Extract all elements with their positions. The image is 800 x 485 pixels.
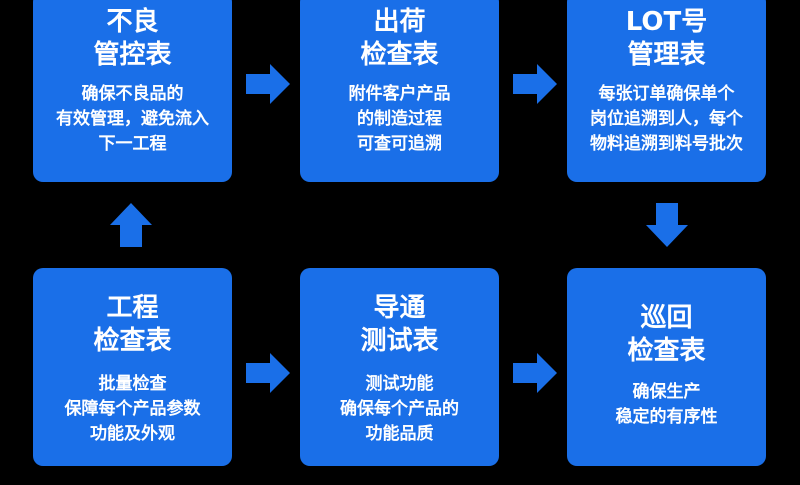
- arrow-up-icon: [110, 203, 152, 247]
- desc-line: 的制造过程: [357, 109, 442, 129]
- desc-line: 保障每个产品参数: [64, 399, 201, 419]
- card-title: LOT号 管理表: [567, 6, 766, 72]
- title-line: 工程: [106, 293, 159, 323]
- card-description: 批量检查 保障每个产品参数 功能及外观: [33, 372, 232, 447]
- desc-line: 批量检查: [98, 374, 167, 394]
- title-line: 出荷: [373, 7, 426, 37]
- card-conduction-test: 导通 测试表 测试功能 确保每个产品的 功能品质: [300, 268, 499, 466]
- title-line: 管理表: [627, 40, 706, 70]
- card-title: 出荷 检查表: [300, 6, 499, 72]
- desc-line: 每张订单确保单个: [598, 84, 735, 104]
- card-description: 确保不良品的 有效管理，避免流入 下一工程: [33, 82, 232, 157]
- desc-line: 测试功能: [365, 374, 434, 394]
- card-description: 附件客户产品 的制造过程 可查可追溯: [300, 82, 499, 157]
- card-patrol-inspection: 巡回 检查表 确保生产 稳定的有序性: [567, 268, 766, 466]
- card-lot-management: LOT号 管理表 每张订单确保单个 岗位追溯到人，每个 物料追溯到料号批次: [567, 0, 766, 182]
- desc-line: 岗位追溯到人，每个: [590, 109, 743, 129]
- title-line: 检查表: [360, 40, 439, 70]
- card-title: 不良 管控表: [33, 6, 232, 72]
- card-shipping-inspection: 出荷 检查表 附件客户产品 的制造过程 可查可追溯: [300, 0, 499, 182]
- card-defect-control: 不良 管控表 确保不良品的 有效管理，避免流入 下一工程: [33, 0, 232, 182]
- arrow-right-icon: [246, 64, 290, 104]
- card-title: 巡回 检查表: [567, 302, 766, 368]
- title-line: LOT号: [625, 7, 708, 37]
- title-line: 管控表: [93, 40, 172, 70]
- card-description: 确保生产 稳定的有序性: [567, 380, 766, 430]
- desc-line: 可查可追溯: [357, 134, 442, 154]
- desc-line: 附件客户产品: [348, 84, 451, 104]
- desc-line: 确保每个产品的: [340, 399, 459, 419]
- desc-line: 有效管理，避免流入: [56, 109, 209, 129]
- arrow-right-icon: [246, 353, 290, 393]
- card-process-inspection: 工程 检查表 批量检查 保障每个产品参数 功能及外观: [33, 268, 232, 466]
- desc-line: 下一工程: [98, 134, 167, 154]
- desc-line: 物料追溯到料号批次: [590, 134, 743, 154]
- arrow-right-icon: [513, 353, 557, 393]
- title-line: 检查表: [93, 326, 172, 356]
- card-description: 测试功能 确保每个产品的 功能品质: [300, 372, 499, 447]
- title-line: 导通: [373, 293, 426, 323]
- desc-line: 功能品质: [365, 424, 434, 444]
- title-line: 巡回: [640, 303, 693, 333]
- desc-line: 确保不良品的: [81, 84, 184, 104]
- arrow-right-icon: [513, 64, 557, 104]
- arrow-down-icon: [646, 203, 688, 247]
- title-line: 测试表: [360, 326, 439, 356]
- desc-line: 稳定的有序性: [615, 407, 718, 427]
- card-title: 工程 检查表: [33, 292, 232, 358]
- card-description: 每张订单确保单个 岗位追溯到人，每个 物料追溯到料号批次: [567, 82, 766, 157]
- title-line: 不良: [106, 7, 159, 37]
- card-title: 导通 测试表: [300, 292, 499, 358]
- desc-line: 确保生产: [632, 382, 701, 402]
- title-line: 检查表: [627, 336, 706, 366]
- desc-line: 功能及外观: [90, 424, 175, 444]
